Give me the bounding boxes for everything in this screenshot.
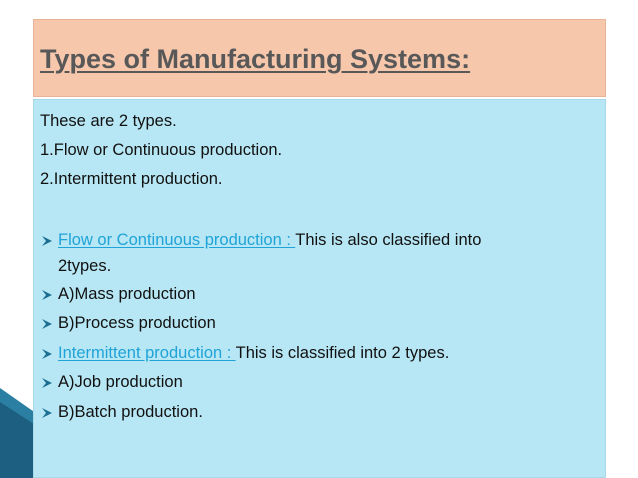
arrowhead-bullet-icon — [42, 408, 52, 418]
bullet-item: B)Process production — [58, 314, 216, 332]
bullet-text: This is also classified into — [295, 231, 482, 249]
content-panel: These are 2 types. 1.Flow or Continuous … — [33, 99, 606, 478]
bullet-item: A)Job production — [58, 373, 183, 391]
slide-title: Types of Manufacturing Systems: — [40, 44, 471, 74]
bullet-continuation: 2types. — [58, 257, 112, 275]
arrowhead-bullet-icon — [42, 349, 52, 359]
bullet-item: B)Batch production. — [58, 403, 203, 421]
bullet-text: This is classified into 2 types. — [235, 344, 450, 362]
bullet-item: Flow or Continuous production : This is … — [58, 230, 481, 250]
section-link[interactable]: Flow or Continuous production : — [58, 231, 296, 249]
arrowhead-bullet-icon — [42, 290, 52, 300]
section-link[interactable]: Intermittent production : — [58, 344, 236, 362]
title-banner: Types of Manufacturing Systems: — [33, 19, 606, 97]
arrowhead-bullet-icon — [42, 236, 52, 246]
intro-line: 2.Intermittent production. — [40, 170, 223, 188]
intro-line: 1.Flow or Continuous production. — [40, 141, 283, 159]
intro-line: These are 2 types. — [40, 112, 177, 130]
bullet-item: Intermittent production : This is classi… — [58, 343, 449, 363]
bullet-item: A)Mass production — [58, 285, 196, 303]
arrowhead-bullet-icon — [42, 378, 52, 388]
arrowhead-bullet-icon — [42, 319, 52, 329]
corner-decoration — [0, 388, 40, 478]
